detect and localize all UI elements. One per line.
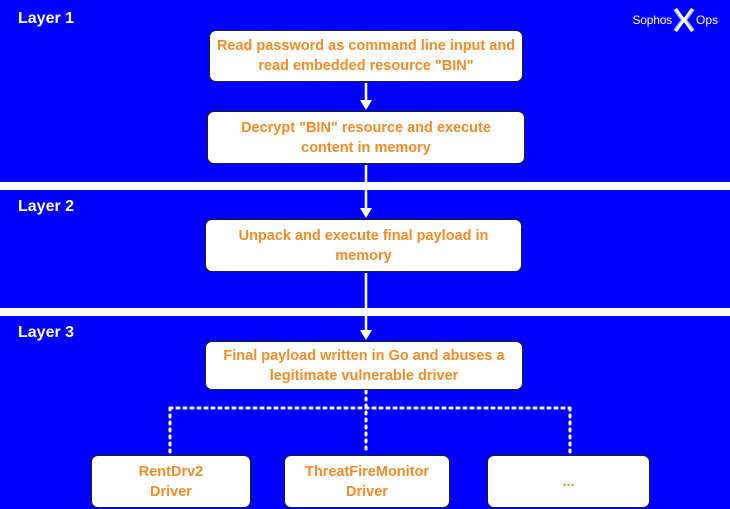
logo-text-sophos: Sophos: [632, 13, 672, 27]
arrowhead-3: [360, 330, 372, 340]
layer-1-label: Layer 1: [18, 10, 75, 27]
arrowhead-1: [360, 100, 372, 110]
sophos-xops-logo: Sophos Ops: [632, 8, 718, 32]
logo-x-mark-icon: [673, 8, 695, 32]
layer-2-label: Layer 2: [18, 198, 75, 215]
node-rentdrv2-driver: RentDrv2 Driver: [91, 455, 251, 508]
arrowhead-2: [360, 208, 372, 218]
node-read-password: Read password as command line input and …: [209, 30, 523, 82]
node-unpack-execute: Unpack and execute final payload in memo…: [205, 219, 522, 272]
layer-3-label: Layer 3: [18, 324, 75, 341]
logo-text-ops: Ops: [695, 13, 718, 27]
node-final-payload: Final payload written in Go and abuses a…: [205, 341, 523, 390]
node-decrypt-bin: Decrypt "BIN" resource and execute conte…: [207, 111, 525, 164]
node-threatfire-driver: ThreatFireMonitor Driver: [284, 455, 450, 508]
node-ellipsis: ...: [487, 455, 650, 508]
